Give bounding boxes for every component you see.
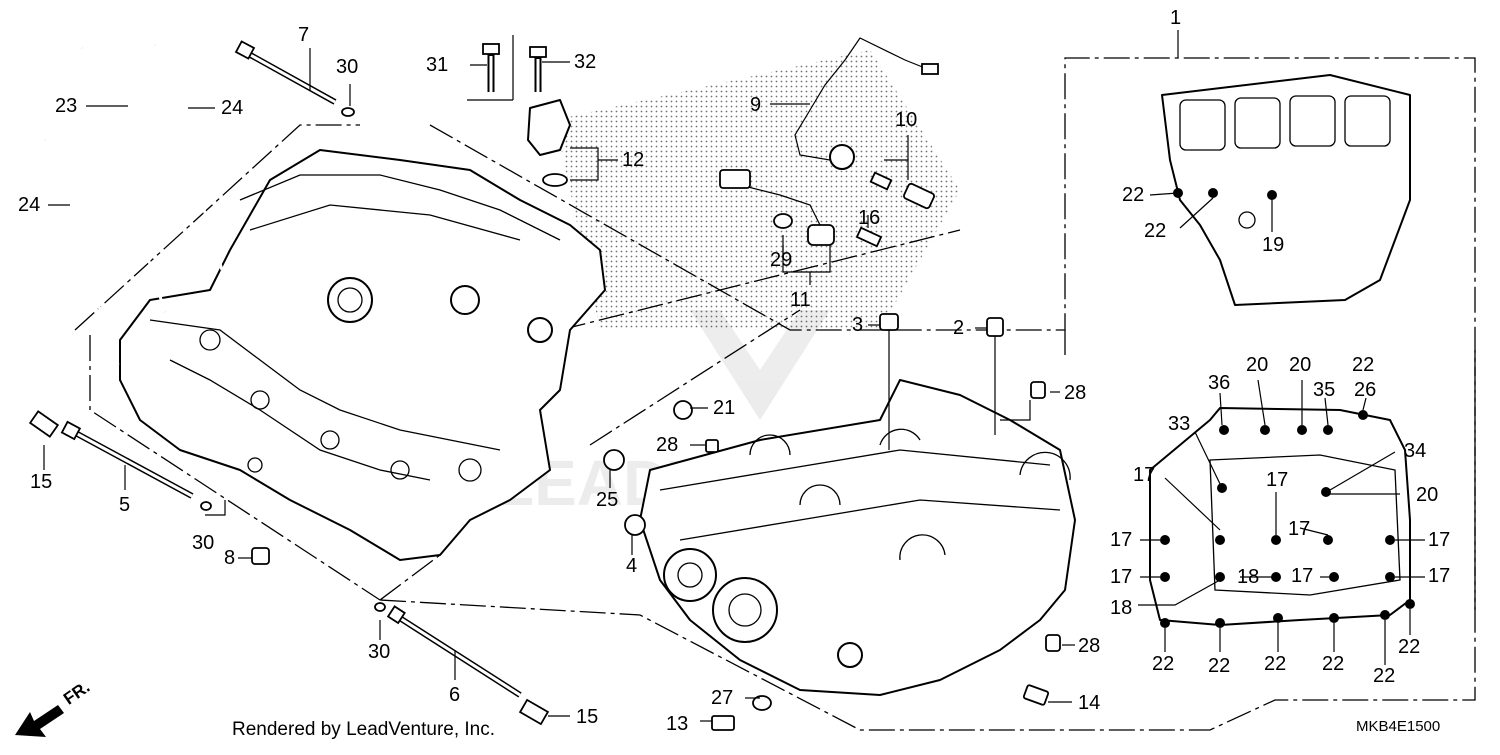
callout-17-b[interactable]: 17 [1266,469,1289,491]
callout-28-a[interactable]: 28 [1064,382,1087,404]
callout-17-c[interactable]: 17 [1288,518,1311,540]
callout-23[interactable]: 23 [55,95,78,117]
callout-2[interactable]: 2 [953,317,965,339]
callout-6[interactable]: 6 [449,684,461,706]
callout-15-bottom[interactable]: 15 [576,706,599,728]
bolt-5 [60,420,212,511]
lower-crankcase [639,379,1076,696]
callout-20-b[interactable]: 20 [1289,354,1312,376]
callout-22-c[interactable]: 22 [1352,354,1375,376]
callout-20-a[interactable]: 20 [1246,354,1269,376]
dowel-8 [251,547,270,565]
callout-15-left[interactable]: 15 [30,471,53,493]
callout-22-h[interactable]: 22 [1373,665,1396,687]
callout-9[interactable]: 9 [750,94,762,116]
callout-27[interactable]: 27 [711,687,734,709]
callout-3[interactable]: 3 [852,314,864,336]
callout-24-a[interactable]: 24 [221,97,244,119]
callout-17-d[interactable]: 17 [1110,529,1133,551]
callout-24-b[interactable]: 24 [18,194,41,216]
diagram-code: MKB4E1500 [1356,718,1441,735]
callout-18-a[interactable]: 18 [1237,566,1260,588]
bolts-15 [28,410,550,726]
callout-19[interactable]: 19 [1262,234,1285,256]
callout-29[interactable]: 29 [770,249,793,271]
callout-22-g[interactable]: 22 [1322,653,1345,675]
callout-14[interactable]: 14 [1078,692,1101,714]
callout-8[interactable]: 8 [224,547,236,569]
callout-18-b[interactable]: 18 [1110,597,1133,619]
callout-10[interactable]: 10 [895,109,918,131]
bolts-31-32 [467,35,547,101]
callout-25[interactable]: 25 [596,489,619,511]
front-direction-arrow [15,705,64,737]
callout-7[interactable]: 7 [298,24,310,46]
callout-1[interactable]: 1 [1170,7,1182,29]
callout-22-i[interactable]: 22 [1398,636,1421,658]
callout-33[interactable]: 33 [1168,413,1191,435]
callout-22-a[interactable]: 22 [1122,184,1145,206]
switch-10 [869,171,935,210]
callout-26[interactable]: 26 [1354,379,1377,401]
leader-lines [43,30,1425,722]
callout-35[interactable]: 35 [1313,379,1336,401]
callout-13[interactable]: 13 [666,713,689,735]
sensor-11 [719,169,883,248]
gasket-upper-view [1161,74,1411,306]
gasket-lower-view [1149,407,1415,628]
callout-5[interactable]: 5 [119,494,131,516]
callout-17-g[interactable]: 17 [1291,565,1314,587]
harness-9 [794,37,939,170]
callout-34[interactable]: 34 [1404,440,1427,462]
callout-17-e[interactable]: 17 [1428,529,1451,551]
callout-17-h[interactable]: 17 [1428,565,1451,587]
callout-20-c[interactable]: 20 [1416,484,1439,506]
callout-30-bottom[interactable]: 30 [368,641,391,663]
callout-4[interactable]: 4 [626,555,638,577]
callout-22-e[interactable]: 22 [1208,655,1231,677]
bolt-7 [234,40,355,117]
upper-crankcase [119,149,606,561]
callout-30-left[interactable]: 30 [192,532,215,554]
callout-22-d[interactable]: 22 [1152,653,1175,675]
callout-17-f[interactable]: 17 [1110,566,1133,588]
callout-32[interactable]: 32 [574,51,597,73]
bolt-6 [374,602,522,698]
callout-31[interactable]: 31 [426,54,449,76]
studs [43,44,224,366]
callout-11[interactable]: 11 [790,289,811,311]
stipple-area [555,50,960,330]
render-credit: Rendered by LeadVenture, Inc. [232,719,496,740]
callout-30-top[interactable]: 30 [336,56,359,78]
callout-16[interactable]: 16 [858,207,881,229]
callout-22-f[interactable]: 22 [1264,653,1287,675]
callout-12[interactable]: 12 [622,149,645,171]
callout-22-b[interactable]: 22 [1144,220,1167,242]
callout-28-c[interactable]: 28 [1078,635,1101,657]
callout-17-a[interactable]: 17 [1133,464,1156,486]
callout-21[interactable]: 21 [713,397,736,419]
callout-36[interactable]: 36 [1208,372,1231,394]
callout-28-b[interactable]: 28 [656,434,679,456]
sensor-12 [527,99,571,187]
